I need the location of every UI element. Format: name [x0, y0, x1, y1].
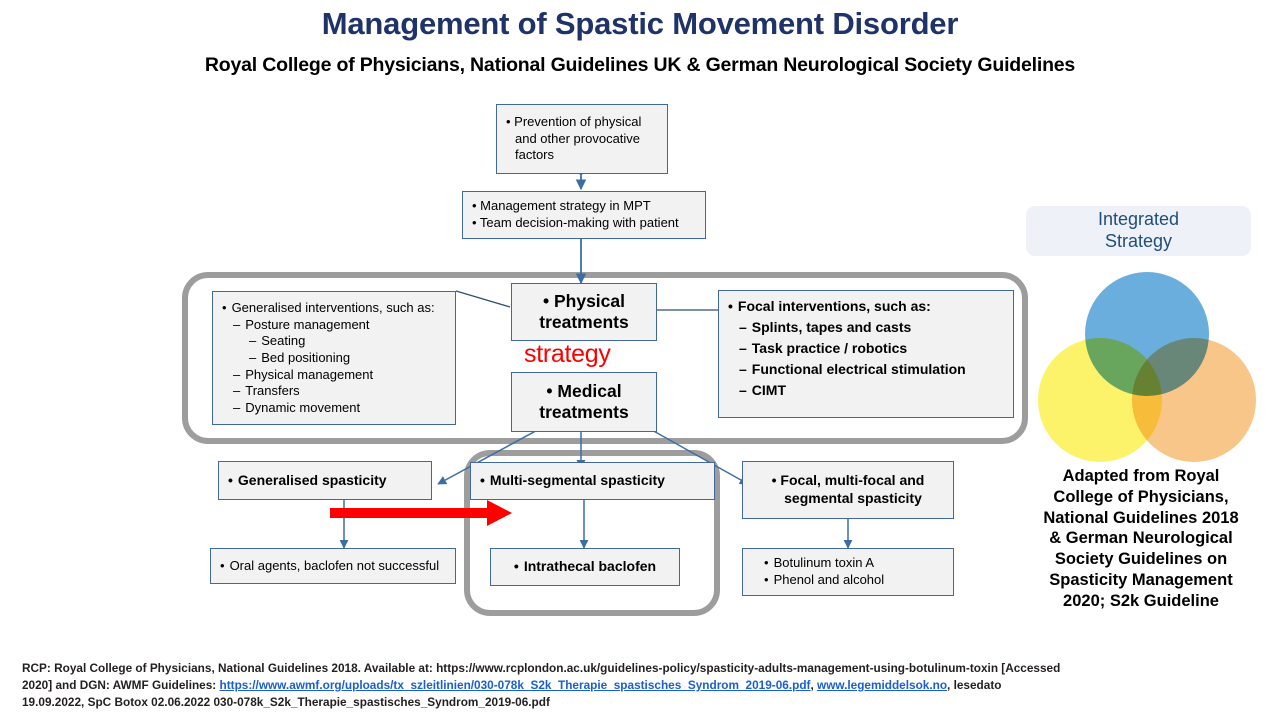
generalised-item-physical-management: Physical management — [222, 367, 446, 384]
focal-spasticity-line-2: segmental spasticity — [784, 490, 922, 506]
physical-treatments-line-1: • Physical — [542, 291, 625, 311]
prevention-line-3: factors — [515, 147, 555, 163]
venn-circle-orange — [1132, 338, 1256, 462]
generalised-item-seating: Seating — [222, 333, 446, 350]
generalised-interventions-heading: Generalised interventions, such as: — [222, 300, 446, 317]
generalised-spasticity-label: Generalised spasticity — [228, 472, 422, 490]
box-physical-treatments[interactable]: • Physical treatments — [511, 283, 657, 341]
footnote-line-2-prefix: 2020] and DGN: AWMF Guidelines: — [22, 677, 220, 692]
integrated-strategy-line-1: Integrated — [1097, 209, 1180, 230]
generalised-item-posture: Posture management — [222, 317, 446, 334]
page-subtitle: Royal College of Physicians, National Gu… — [204, 54, 1076, 76]
group-outline-treatments — [182, 272, 1028, 444]
footnote-line-1-text: RCP: Royal College of Physicians, Nation… — [22, 661, 1061, 675]
integrated-strategy-line-2: Strategy — [1104, 231, 1173, 251]
pharmacological-item-phenol: Phenol and alcohol — [752, 572, 944, 589]
footnote-line-2-separator: , — [810, 677, 818, 692]
box-intrathecal-baclofen[interactable]: Intrathecal baclofen — [490, 548, 680, 586]
generalised-item-bed-positioning: Bed positioning — [222, 350, 446, 367]
focal-item-fes: Functional electrical stimulation — [728, 361, 1004, 379]
box-pharmacological-agents[interactable]: Botulinum toxin A Phenol and alcohol — [742, 548, 954, 596]
footnote-line-2-suffix: , lesedato — [947, 677, 1002, 692]
prevention-line-2: and other provocative — [515, 130, 641, 146]
adapted-caption-line-6: Spasticity Management — [1049, 570, 1233, 589]
focal-spasticity-line-1: • Focal, multi-focal and — [771, 472, 925, 489]
adapted-caption-line-7: 2020; S2k Guideline — [1063, 591, 1219, 610]
box-multisegmental-spasticity[interactable]: Multi-segmental spasticity — [470, 462, 715, 500]
intrathecal-baclofen-label: Intrathecal baclofen — [514, 558, 656, 576]
focal-item-cimt: CIMT — [728, 382, 1004, 400]
box-oral-agents[interactable]: Oral agents, baclofen not successful — [210, 548, 456, 584]
group-outline-multisegmental — [464, 450, 720, 616]
footnote-line-3-text: 19.09.2022, SpC Botox 02.06.2022 030-078… — [22, 694, 550, 709]
box-generalised-interventions[interactable]: Generalised interventions, such as: Post… — [212, 291, 456, 425]
venn-diagram — [1035, 272, 1256, 462]
pharmacological-item-botulinum: Botulinum toxin A — [752, 555, 944, 572]
footnote-line-1: RCP: Royal College of Physicians, Nation… — [22, 660, 1272, 677]
adapted-caption-line-4: & German Neurological — [1049, 529, 1233, 548]
strategy-annotation: strategy — [524, 340, 611, 368]
adapted-caption-line-3: National Guidelines 2018 — [1043, 508, 1239, 527]
prevention-line-1: • Prevention of physical — [506, 114, 642, 130]
focal-interventions-heading: Focal interventions, such as: — [728, 298, 1004, 316]
management-strategy-line-1: • Management strategy in MPT — [472, 198, 651, 214]
physical-treatments-line-2: treatments — [539, 312, 629, 332]
legemiddelsok-link[interactable]: www.legemiddelsok.no — [817, 677, 948, 692]
footnote-references: RCP: Royal College of Physicians, Nation… — [22, 660, 1272, 710]
box-generalised-spasticity[interactable]: Generalised spasticity — [218, 461, 432, 500]
box-management-strategy[interactable]: • Management strategy in MPT • Team deci… — [462, 191, 706, 239]
generalised-item-transfers: Transfers — [222, 383, 446, 400]
footnote-line-2: 2020] and DGN: AWMF Guidelines: https://… — [22, 677, 1272, 694]
adapted-caption-line-2: College of Physicians, — [1053, 487, 1229, 506]
awmf-guideline-link[interactable]: https://www.awmf.org/uploads/tx_szleitli… — [219, 677, 811, 692]
footnote-line-3: 19.09.2022, SpC Botox 02.06.2022 030-078… — [22, 694, 1272, 711]
adapted-caption-line-5: Society Guidelines on — [1054, 550, 1228, 569]
multisegmental-spasticity-label: Multi-segmental spasticity — [480, 472, 705, 490]
page-title: Management of Spastic Movement Disorder — [321, 6, 959, 41]
focal-item-task-practice: Task practice / robotics — [728, 340, 1004, 358]
medical-treatments-line-1: • Medical — [546, 381, 622, 401]
box-focal-spasticity[interactable]: • Focal, multi-focal and segmental spast… — [742, 461, 954, 519]
box-medical-treatments[interactable]: • Medical treatments — [511, 372, 657, 432]
red-emphasis-arrow — [330, 500, 512, 526]
adapted-from-caption: Adapted from Royal College of Physicians… — [1017, 466, 1265, 611]
adapted-caption-line-1: Adapted from Royal — [1062, 467, 1220, 485]
box-prevention[interactable]: • Prevention of physical and other provo… — [496, 104, 668, 174]
medical-treatments-line-2: treatments — [539, 402, 629, 422]
generalised-item-dynamic-movement: Dynamic movement — [222, 400, 446, 417]
focal-item-splints: Splints, tapes and casts — [728, 319, 1004, 337]
management-strategy-line-2: • Team decision-making with patient — [472, 215, 679, 230]
oral-agents-label: Oral agents, baclofen not successful — [220, 558, 446, 575]
box-focal-interventions[interactable]: Focal interventions, such as: Splints, t… — [718, 290, 1014, 418]
integrated-strategy-badge: Integrated Strategy — [1026, 206, 1251, 256]
